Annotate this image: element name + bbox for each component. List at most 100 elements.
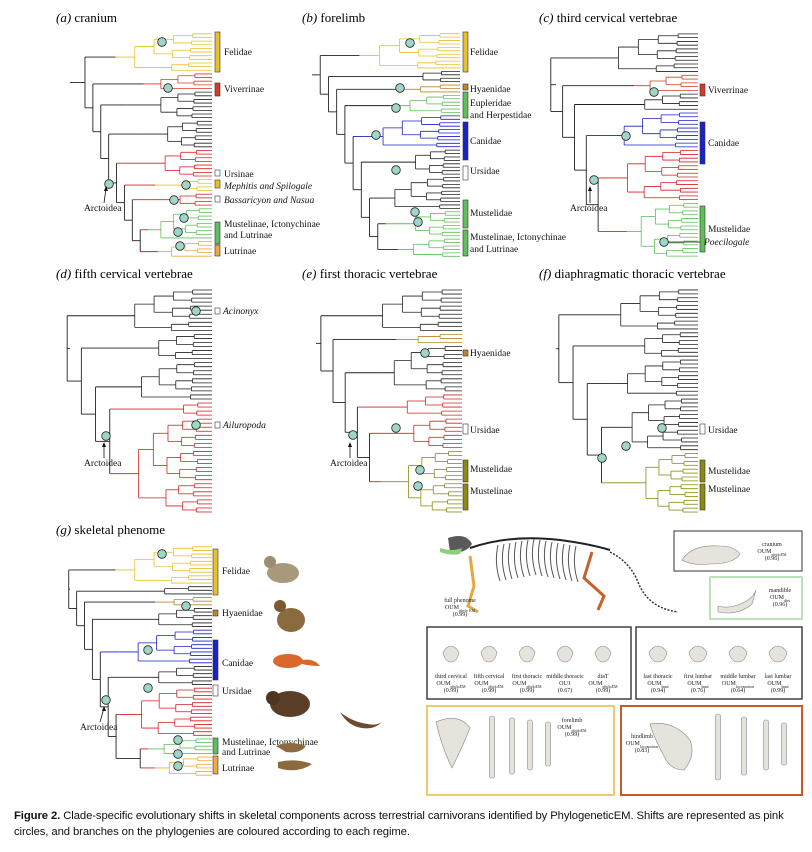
forelimb-model: OUMphyloEM (557, 725, 587, 733)
shift-marker (413, 217, 423, 227)
label-lutrinae: and Lutrinae (470, 245, 518, 255)
panel-title-c: (c) third cervical vertebrae (539, 10, 677, 25)
skull (448, 536, 472, 553)
label-hyaenidae: Hyaenidae (470, 349, 511, 359)
shift-marker (169, 195, 179, 205)
label-lutrinae-2: and Lutrinae (222, 748, 270, 758)
long-bone (741, 716, 747, 776)
shift-marker (157, 37, 167, 47)
clade-bar (699, 483, 706, 511)
hyena-head (274, 600, 286, 612)
shift-marker (621, 441, 631, 451)
posterior-vertebra-2-value: (0.64) (731, 687, 746, 694)
tail (609, 551, 679, 613)
posterior-vertebra-1-value: (0.76) (691, 687, 706, 694)
long-bone (781, 722, 787, 766)
clade-bar (212, 755, 219, 775)
fox-body (273, 654, 303, 668)
shift-marker (420, 348, 430, 358)
full-phenome-value: (0.99) (453, 611, 468, 618)
label-lutrinae: Lutrinae (224, 247, 256, 257)
label-ursidae: Ursidae (470, 167, 500, 177)
clade-bar (214, 179, 221, 189)
panel-g: (g) skeletal phenomeFelidaeHyaenidaeCani… (56, 522, 382, 776)
panel-title-e: (e) first thoracic vertebrae (302, 266, 438, 281)
rib (501, 543, 507, 581)
shift-marker (597, 453, 607, 463)
anterior-vertebra-3-model: OU1 (559, 681, 571, 687)
clade-bar (699, 459, 706, 483)
clade-bar (699, 121, 706, 165)
label-herpestidae: and Herpestidae (470, 111, 531, 121)
arctoidea-label: Arctoidea (330, 459, 368, 469)
vertebra-bone (768, 645, 788, 663)
label-mustelinae: Mustelinae, Ictonychinae (470, 233, 566, 243)
mandible-value: (0.96) (773, 601, 788, 608)
panel-d: (d) fifth cervical vertebraeAcinonyxAilu… (56, 266, 266, 513)
clade-bar (699, 423, 706, 435)
long-bone (509, 717, 515, 775)
long-bone (489, 715, 495, 779)
clade-bar (462, 459, 469, 483)
figure-caption: Figure 2. Clade-specific evolutionary sh… (14, 808, 804, 840)
arrow-head (348, 442, 352, 447)
clade-bar (214, 82, 221, 97)
shift-marker (589, 175, 599, 185)
rib (507, 542, 513, 580)
panel-title-b: (b) forelimb (302, 10, 365, 25)
clade-bar (462, 165, 469, 181)
clade-bar (699, 83, 706, 97)
clade-bar (462, 229, 469, 257)
shift-marker (405, 38, 415, 48)
hindlimb-name: hindlimb (631, 734, 653, 740)
figure-label: Figure 2. (14, 810, 61, 822)
cranium-name: cranium (762, 542, 782, 548)
rib (537, 539, 543, 577)
shift-marker (371, 130, 381, 140)
shift-marker (101, 431, 111, 441)
clade-bar (462, 121, 469, 161)
shift-marker (173, 227, 183, 237)
clade-bar (214, 307, 221, 315)
posterior-vertebra-0-value: (0.94) (651, 687, 666, 694)
posterior-vertebra-2-model: OUMlocomotion (722, 681, 754, 689)
clade-bar (462, 91, 469, 119)
shift-marker (163, 83, 173, 93)
hyena-body (277, 608, 305, 632)
hindlimb-frame (620, 705, 803, 796)
rib (531, 538, 537, 576)
clade-bar (214, 195, 221, 203)
posterior-vertebra-2-name: middle lumbar (720, 674, 755, 680)
anterior-vertebra-3-name: middle thoracic (546, 674, 584, 680)
shift-marker (191, 420, 201, 430)
cat-head (264, 556, 276, 568)
shift-marker (415, 465, 425, 475)
clade-bar (699, 205, 706, 253)
anterior-vertebra-1-name: fifth cervical (474, 673, 505, 680)
shift-marker (391, 423, 401, 433)
label-bassaricyon: Bassaricyon and Nasua (224, 196, 315, 206)
panel-title-g: (g) skeletal phenome (56, 522, 165, 537)
anterior-vertebra-0-name: third cervical (435, 674, 467, 680)
clade-bar (462, 83, 469, 91)
shift-marker (181, 601, 191, 611)
vertebra-bone (688, 645, 708, 663)
spine (469, 537, 611, 551)
arctoidea-label: Arctoidea (570, 204, 608, 214)
rib (555, 542, 561, 580)
cranium-bone (681, 545, 741, 565)
long-bone (715, 713, 721, 781)
label-mustelidae: Mustelidae (708, 225, 750, 235)
shift-marker (659, 237, 669, 247)
posterior-vertebra-3-name: last lumbar (765, 674, 792, 680)
forelimb-bones (466, 555, 479, 614)
anterior-vertebra-3-value: (0.67) (558, 687, 573, 694)
label-canidae: Canidae (470, 137, 501, 147)
shift-marker (157, 549, 167, 559)
clade-bar (462, 483, 469, 511)
fox-tail (302, 659, 320, 666)
rib (513, 541, 519, 579)
